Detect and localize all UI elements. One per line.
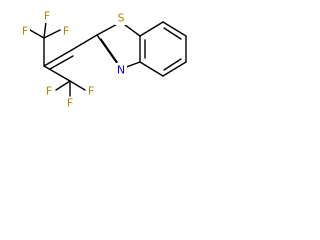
bond-alkene-double-2: [49, 55, 74, 70]
bond-cf3b-f3: [69, 80, 86, 91]
molecule-structure-diagram: F F F F F F S N: [19, 10, 187, 110]
fluorine-label: F: [46, 85, 52, 98]
atom-fluorine-top-1: F: [41, 10, 52, 23]
atom-fluorine-bottom-2: F: [64, 97, 75, 110]
bond-alkene-double-1: [43, 50, 71, 67]
bond-c-cf3b: [43, 65, 71, 82]
bond-c5-c4: [162, 61, 187, 77]
sulfur-label: S: [118, 12, 125, 25]
bond-c7-c6-inner: [163, 27, 182, 40]
bond-cf3a-f2: [29, 29, 45, 39]
atom-sulfur: S: [115, 11, 127, 25]
bond-c7-c6: [162, 21, 187, 37]
bond-ch-c2: [69, 34, 98, 52]
atom-nitrogen: N: [115, 63, 127, 77]
fluorine-label: F: [22, 25, 28, 38]
fluorine-label: F: [88, 85, 94, 98]
atom-fluorine-top-3: F: [61, 25, 72, 38]
bond-c5-c4-inner: [163, 58, 182, 71]
fluorine-label: F: [44, 10, 50, 23]
bond-c4-c3a: [139, 61, 164, 77]
nitrogen-label: N: [117, 64, 125, 77]
fluorine-label: F: [67, 97, 73, 110]
atom-fluorine-top-2: F: [19, 25, 30, 38]
bond-n-c2-double: [100, 38, 118, 63]
bond-c7a-c7: [139, 21, 164, 37]
fluorine-label: F: [63, 25, 69, 38]
atom-fluorine-bottom-3: F: [86, 85, 97, 98]
bond-lines: [29, 21, 187, 97]
atom-fluorine-bottom-1: F: [44, 85, 55, 98]
atom-labels: F F F F F F S N: [19, 10, 127, 110]
bond-cf3b-f1: [55, 80, 71, 91]
bond-cf3a-f1: [43, 21, 47, 39]
bond-cf3a-f3: [43, 29, 61, 39]
